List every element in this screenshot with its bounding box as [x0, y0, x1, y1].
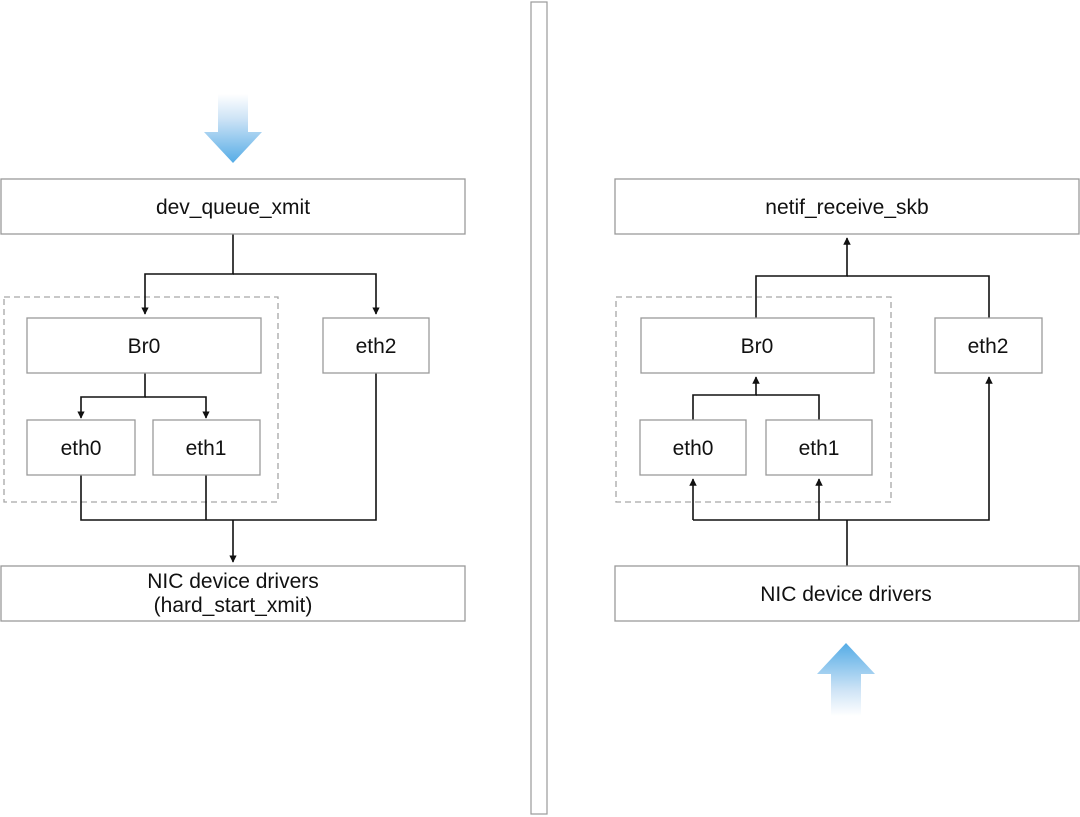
connector-nics-merge	[80, 373, 377, 521]
dev-queue-xmit-box: dev_queue_xmit	[0, 178, 466, 235]
connector-eth1-to-br0	[756, 394, 820, 420]
eth0-label: eth0	[61, 437, 102, 460]
connector-br0-to-eth0	[77, 373, 146, 419]
eth1-label: eth1	[186, 437, 227, 460]
flow-down-arrow-icon	[204, 94, 262, 163]
br0-box: Br0	[640, 317, 875, 374]
eth1-box: eth1	[765, 419, 873, 476]
bridge-group-outline	[3, 296, 279, 503]
nic-drivers-box: NIC device drivers	[614, 565, 1080, 622]
eth2-box: eth2	[322, 317, 430, 374]
connector-drivers-to-eth2	[693, 376, 993, 521]
br0-label: Br0	[741, 335, 774, 358]
eth0-box: eth0	[26, 419, 136, 476]
br0-label: Br0	[128, 335, 161, 358]
connector-br0-to-receive	[755, 237, 851, 318]
dev-queue-xmit-label: dev_queue_xmit	[156, 196, 310, 219]
eth2-box: eth2	[934, 317, 1043, 374]
connector-eth0-to-br0	[692, 376, 760, 420]
netif-receive-skb-label: netif_receive_skb	[765, 196, 928, 219]
eth0-label: eth0	[673, 437, 714, 460]
left-panel: dev_queue_xmit Br0 eth2 eth0 eth1 NIC de…	[0, 94, 466, 622]
nic-drivers-label: NIC device drivers	[147, 570, 319, 593]
connector-xmit-to-br0	[141, 234, 234, 315]
connector-br0-to-eth1	[145, 396, 210, 419]
hard-start-xmit-label: (hard_start_xmit)	[154, 594, 313, 617]
nic-drivers-label: NIC device drivers	[760, 583, 932, 606]
br0-box: Br0	[26, 317, 262, 374]
eth2-label: eth2	[968, 335, 1009, 358]
netif-receive-skb-box: netif_receive_skb	[614, 178, 1080, 235]
connector-eth2-to-receive	[847, 275, 990, 318]
flow-up-arrow-icon	[817, 643, 875, 716]
right-panel: netif_receive_skb Br0 eth2 eth0 eth1 NIC…	[614, 178, 1080, 716]
eth2-label: eth2	[356, 335, 397, 358]
eth1-box: eth1	[152, 419, 261, 476]
connector-xmit-to-eth2	[233, 273, 380, 315]
eth1-label: eth1	[799, 437, 840, 460]
panel-divider	[530, 1, 548, 815]
eth0-box: eth0	[639, 419, 747, 476]
nic-drivers-box: NIC device drivers (hard_start_xmit)	[0, 565, 466, 622]
